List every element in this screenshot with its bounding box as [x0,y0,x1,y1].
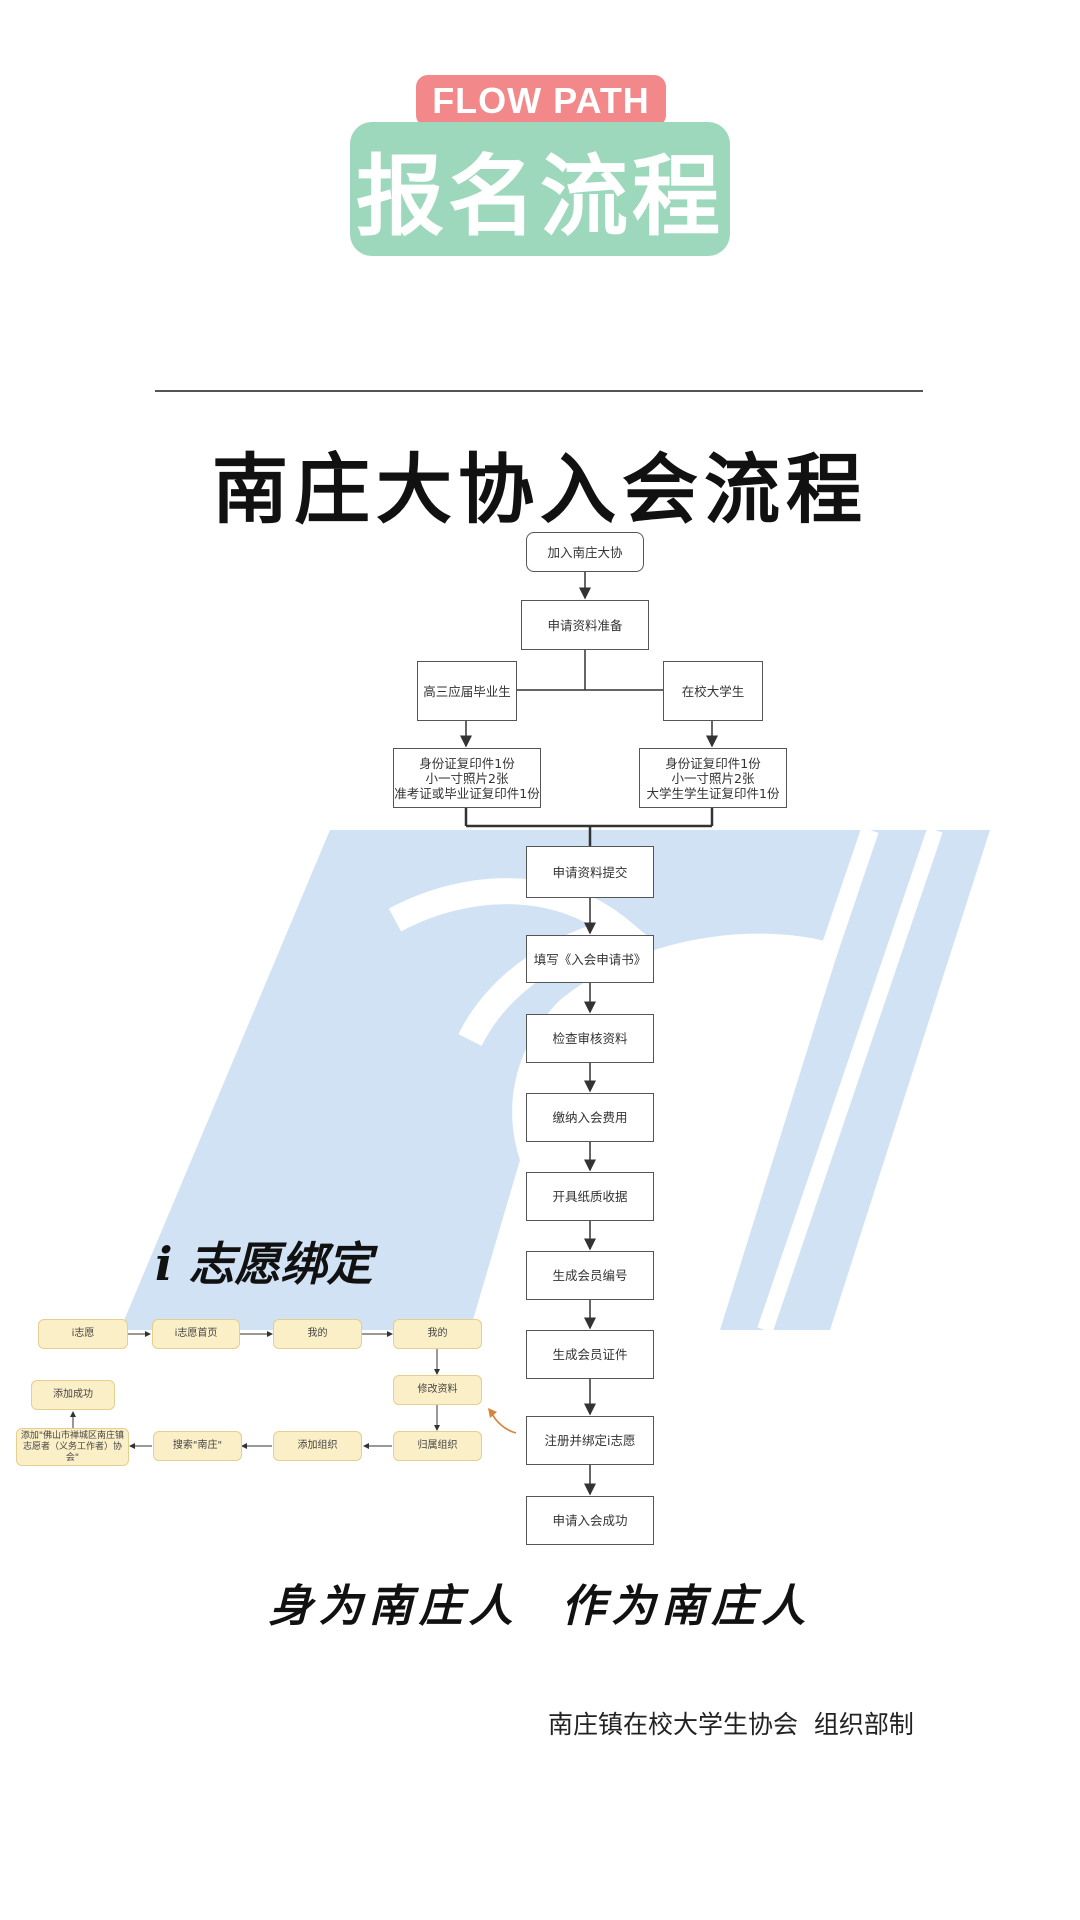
volunteer-step-add-association: 添加"佛山市禅城区南庄镇志愿者（义务工作者）协会" [16,1428,129,1466]
doc-line: 大学生学生证复印件1份 [646,785,780,801]
volunteer-step-search: 搜索"南庄" [153,1431,242,1461]
signup-process-badge: 报名流程 [350,122,730,256]
step-pay: 缴纳入会费用 [526,1093,654,1142]
docs-graduate: 身份证复印件1份 小一寸照片2张 准考证或毕业证复印件1份 [393,748,541,808]
volunteer-step-belong-org: 归属组织 [393,1431,482,1461]
volunteer-step-add-org: 添加组织 [273,1431,362,1461]
step-receipt: 开具纸质收据 [526,1172,654,1221]
step-register-volunteer: 注册并绑定i志愿 [526,1416,654,1465]
volunteer-step-mine-2: 我的 [393,1319,482,1349]
volunteer-step-app: i志愿 [38,1319,128,1349]
step-prepare: 申请资料准备 [521,600,649,650]
flow-path-badge: FLOW PATH [416,75,666,127]
volunteer-binding-title: i 志愿绑定 [155,1237,373,1291]
step-success: 申请入会成功 [526,1496,654,1545]
doc-line: 准考证或毕业证复印件1份 [394,785,540,801]
step-review: 检查审核资料 [526,1014,654,1063]
branch-graduate: 高三应届毕业生 [417,661,517,721]
orange-arrow [490,1411,517,1434]
divider [155,390,923,392]
docs-university: 身份证复印件1份 小一寸照片2张 大学生学生证复印件1份 [639,748,787,808]
slogan: 身为南庄人 作为南庄人 [268,1581,812,1632]
volunteer-step-mine-1: 我的 [273,1319,362,1349]
volunteer-step-home: i志愿首页 [152,1319,240,1349]
doc-line: 身份证复印件1份 [665,755,761,771]
doc-line: 小一寸照片2张 [425,770,509,786]
page-title: 南庄大协入会流程 [212,445,868,534]
step-submit: 申请资料提交 [526,846,654,898]
volunteer-step-success: 添加成功 [31,1380,115,1410]
volunteer-step-edit: 修改资料 [393,1375,482,1405]
step-join: 加入南庄大协 [526,532,644,572]
doc-line: 小一寸照片2张 [671,770,755,786]
doc-line: 身份证复印件1份 [419,755,515,771]
step-fill-form: 填写《入会申请书》 [526,935,654,983]
footer-credit: 南庄镇在校大学生协会 组织部制 [548,1710,914,1739]
step-member-number: 生成会员编号 [526,1251,654,1300]
step-member-card: 生成会员证件 [526,1330,654,1379]
branch-university: 在校大学生 [663,661,763,721]
